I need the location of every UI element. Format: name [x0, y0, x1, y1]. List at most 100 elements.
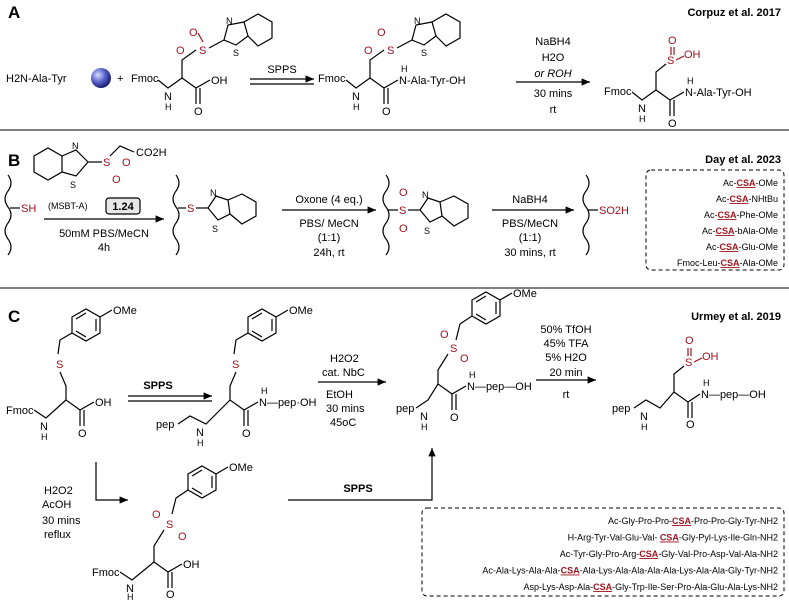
svg-text:S: S — [685, 357, 692, 369]
svg-text:H: H — [197, 438, 204, 448]
product-item: Ac-CSA-Glu-OMe — [706, 242, 778, 252]
product-item: Ac-CSA-NHtBu — [716, 194, 778, 204]
svg-text:H2O2: H2O2 — [330, 353, 359, 365]
svg-text:H: H — [261, 386, 268, 396]
svg-text:O: O — [377, 27, 386, 39]
svg-text:30 mins: 30 mins — [326, 403, 365, 415]
peptide-item: Ac-Gly-Pro-Pro-CSA-Pro-Pro-Gly-Tyr-NH2 — [608, 516, 778, 526]
svg-text:O: O — [122, 157, 131, 169]
arrow-label-spps: SPPS — [267, 64, 296, 76]
svg-text:NaBH4: NaBH4 — [512, 194, 547, 206]
svg-text:O: O — [440, 329, 449, 341]
svg-text:O: O — [450, 412, 459, 424]
svg-text:O: O — [399, 223, 408, 235]
intermediate-thioether: S N S — [172, 174, 257, 256]
svg-text:S: S — [399, 205, 406, 217]
svg-text:O: O — [382, 106, 391, 118]
svg-text:O: O — [399, 187, 408, 199]
svg-text:or ROH: or ROH — [534, 68, 571, 80]
product-item: Ac-CSA-OMe — [723, 178, 778, 188]
svg-text:PBS/ MeCN: PBS/ MeCN — [299, 218, 358, 230]
svg-text:Fmoc: Fmoc — [318, 73, 346, 85]
carbonyl-o: O — [194, 106, 203, 118]
peptide-wavy-sulfinate — [582, 174, 590, 256]
svg-text:1.24: 1.24 — [112, 201, 134, 213]
svg-text:N: N — [422, 190, 429, 200]
svg-text:pep: pep — [612, 403, 630, 415]
svg-text:O: O — [668, 35, 677, 47]
start-cys-mob: OMe S Fmoc N H O OH — [6, 305, 137, 442]
svg-text:rt: rt — [563, 389, 570, 401]
svg-text:Fmoc: Fmoc — [6, 405, 34, 417]
svg-text:pep: pep — [156, 419, 174, 431]
citation-b: Day et al. 2023 — [705, 154, 781, 166]
svg-text:H: H — [469, 370, 476, 380]
arrow-c-preoxidation — [95, 462, 128, 504]
svg-text:rt: rt — [550, 104, 557, 116]
peptide-item: Ac-Tyr-Gly-Pro-Arg-CSA-Gly-Val-Pro-Asp-V… — [560, 549, 778, 559]
svg-text:30 mins: 30 mins — [534, 88, 573, 100]
svg-text:OMe: OMe — [113, 305, 137, 317]
fmoc-cys-sulfone: OMe S O O Fmoc N H O OH — [92, 462, 253, 600]
svg-text:H2O2: H2O2 — [44, 485, 73, 497]
svg-text:O: O — [78, 428, 87, 440]
reactant-sulfonyl-cys: Fmoc N H O OH S O O N S — [131, 13, 273, 118]
svg-text:H: H — [165, 102, 172, 112]
svg-text:pep: pep — [396, 403, 414, 415]
section-label-a: A — [8, 3, 20, 22]
svg-text:N: N — [352, 91, 360, 103]
svg-text:SPPS: SPPS — [143, 380, 172, 392]
svg-text:S: S — [166, 519, 173, 531]
svg-text:N: N — [638, 103, 646, 115]
svg-text:OMe: OMe — [513, 288, 537, 300]
svg-text:OH: OH — [702, 351, 719, 363]
svg-text:NaBH4: NaBH4 — [535, 36, 570, 48]
reagent-name: (MSBT-A) — [48, 201, 88, 211]
svg-text:N-Ala-Tyr-OH: N-Ala-Tyr-OH — [399, 75, 466, 87]
product-sulfinic-acid: Fmoc N H O N-Ala-Tyr-OH H S O OH — [604, 35, 752, 130]
svg-text:OH: OH — [684, 49, 701, 61]
svg-text:O: O — [364, 45, 373, 57]
svg-text:O: O — [686, 419, 695, 431]
svg-text:H: H — [127, 592, 134, 600]
peptide-sulfone: OMe S O O pep N H O N—pep—OH H — [396, 288, 537, 432]
svg-text:S: S — [387, 45, 394, 57]
svg-text:24h, rt: 24h, rt — [313, 247, 344, 259]
citation-c: Urmey et al. 2019 — [691, 311, 781, 323]
peptide-list-c: Ac-Gly-Pro-Pro-CSA-Pro-Pro-Gly-Tyr-NH2H-… — [482, 516, 778, 592]
svg-text:20 min: 20 min — [549, 367, 582, 379]
svg-text:Fmoc: Fmoc — [604, 86, 632, 98]
svg-text:O: O — [166, 589, 175, 600]
svg-text:cat. NbC: cat. NbC — [322, 367, 365, 379]
svg-text:N-Ala-Tyr-OH: N-Ala-Tyr-OH — [685, 87, 752, 99]
svg-text:S: S — [421, 48, 427, 58]
svg-text:H: H — [401, 64, 408, 74]
svg-text:S: S — [187, 203, 194, 215]
svg-text:H: H — [641, 422, 648, 432]
svg-text:N—pep—OH: N—pep—OH — [701, 389, 766, 401]
svg-text:S: S — [56, 359, 63, 371]
compound-id-badge — [105, 197, 141, 215]
svg-text:(1:1): (1:1) — [318, 232, 341, 244]
svg-text:S: S — [70, 180, 76, 190]
svg-text:30 mins, rt: 30 mins, rt — [504, 247, 555, 259]
svg-text:S: S — [424, 226, 430, 236]
svg-text:SO2H: SO2H — [599, 205, 629, 217]
resin-peptide: H2N-Ala-Tyr — [6, 73, 67, 85]
svg-text:O: O — [189, 27, 198, 39]
svg-text:EtOH: EtOH — [326, 389, 353, 401]
svg-text:AcOH: AcOH — [42, 499, 71, 511]
svg-text:Fmoc: Fmoc — [92, 567, 120, 579]
svg-text:S: S — [232, 359, 239, 371]
svg-text:N: N — [40, 421, 48, 433]
section-label-c: C — [8, 307, 20, 326]
svg-text:S: S — [450, 343, 457, 355]
svg-text:H: H — [639, 114, 646, 124]
product-list-b: Ac-CSA-OMeAc-CSA-NHtBuAc-CSA-Phe-OMeAc-C… — [677, 178, 778, 268]
svg-text:S: S — [233, 48, 239, 58]
reagent-msbt-a: N S S O O CO2H — [33, 141, 167, 190]
product-item: Fmoc-Leu-CSA-Ala-OMe — [677, 258, 778, 268]
svg-text:O: O — [112, 174, 121, 186]
svg-text:N: N — [210, 188, 217, 198]
